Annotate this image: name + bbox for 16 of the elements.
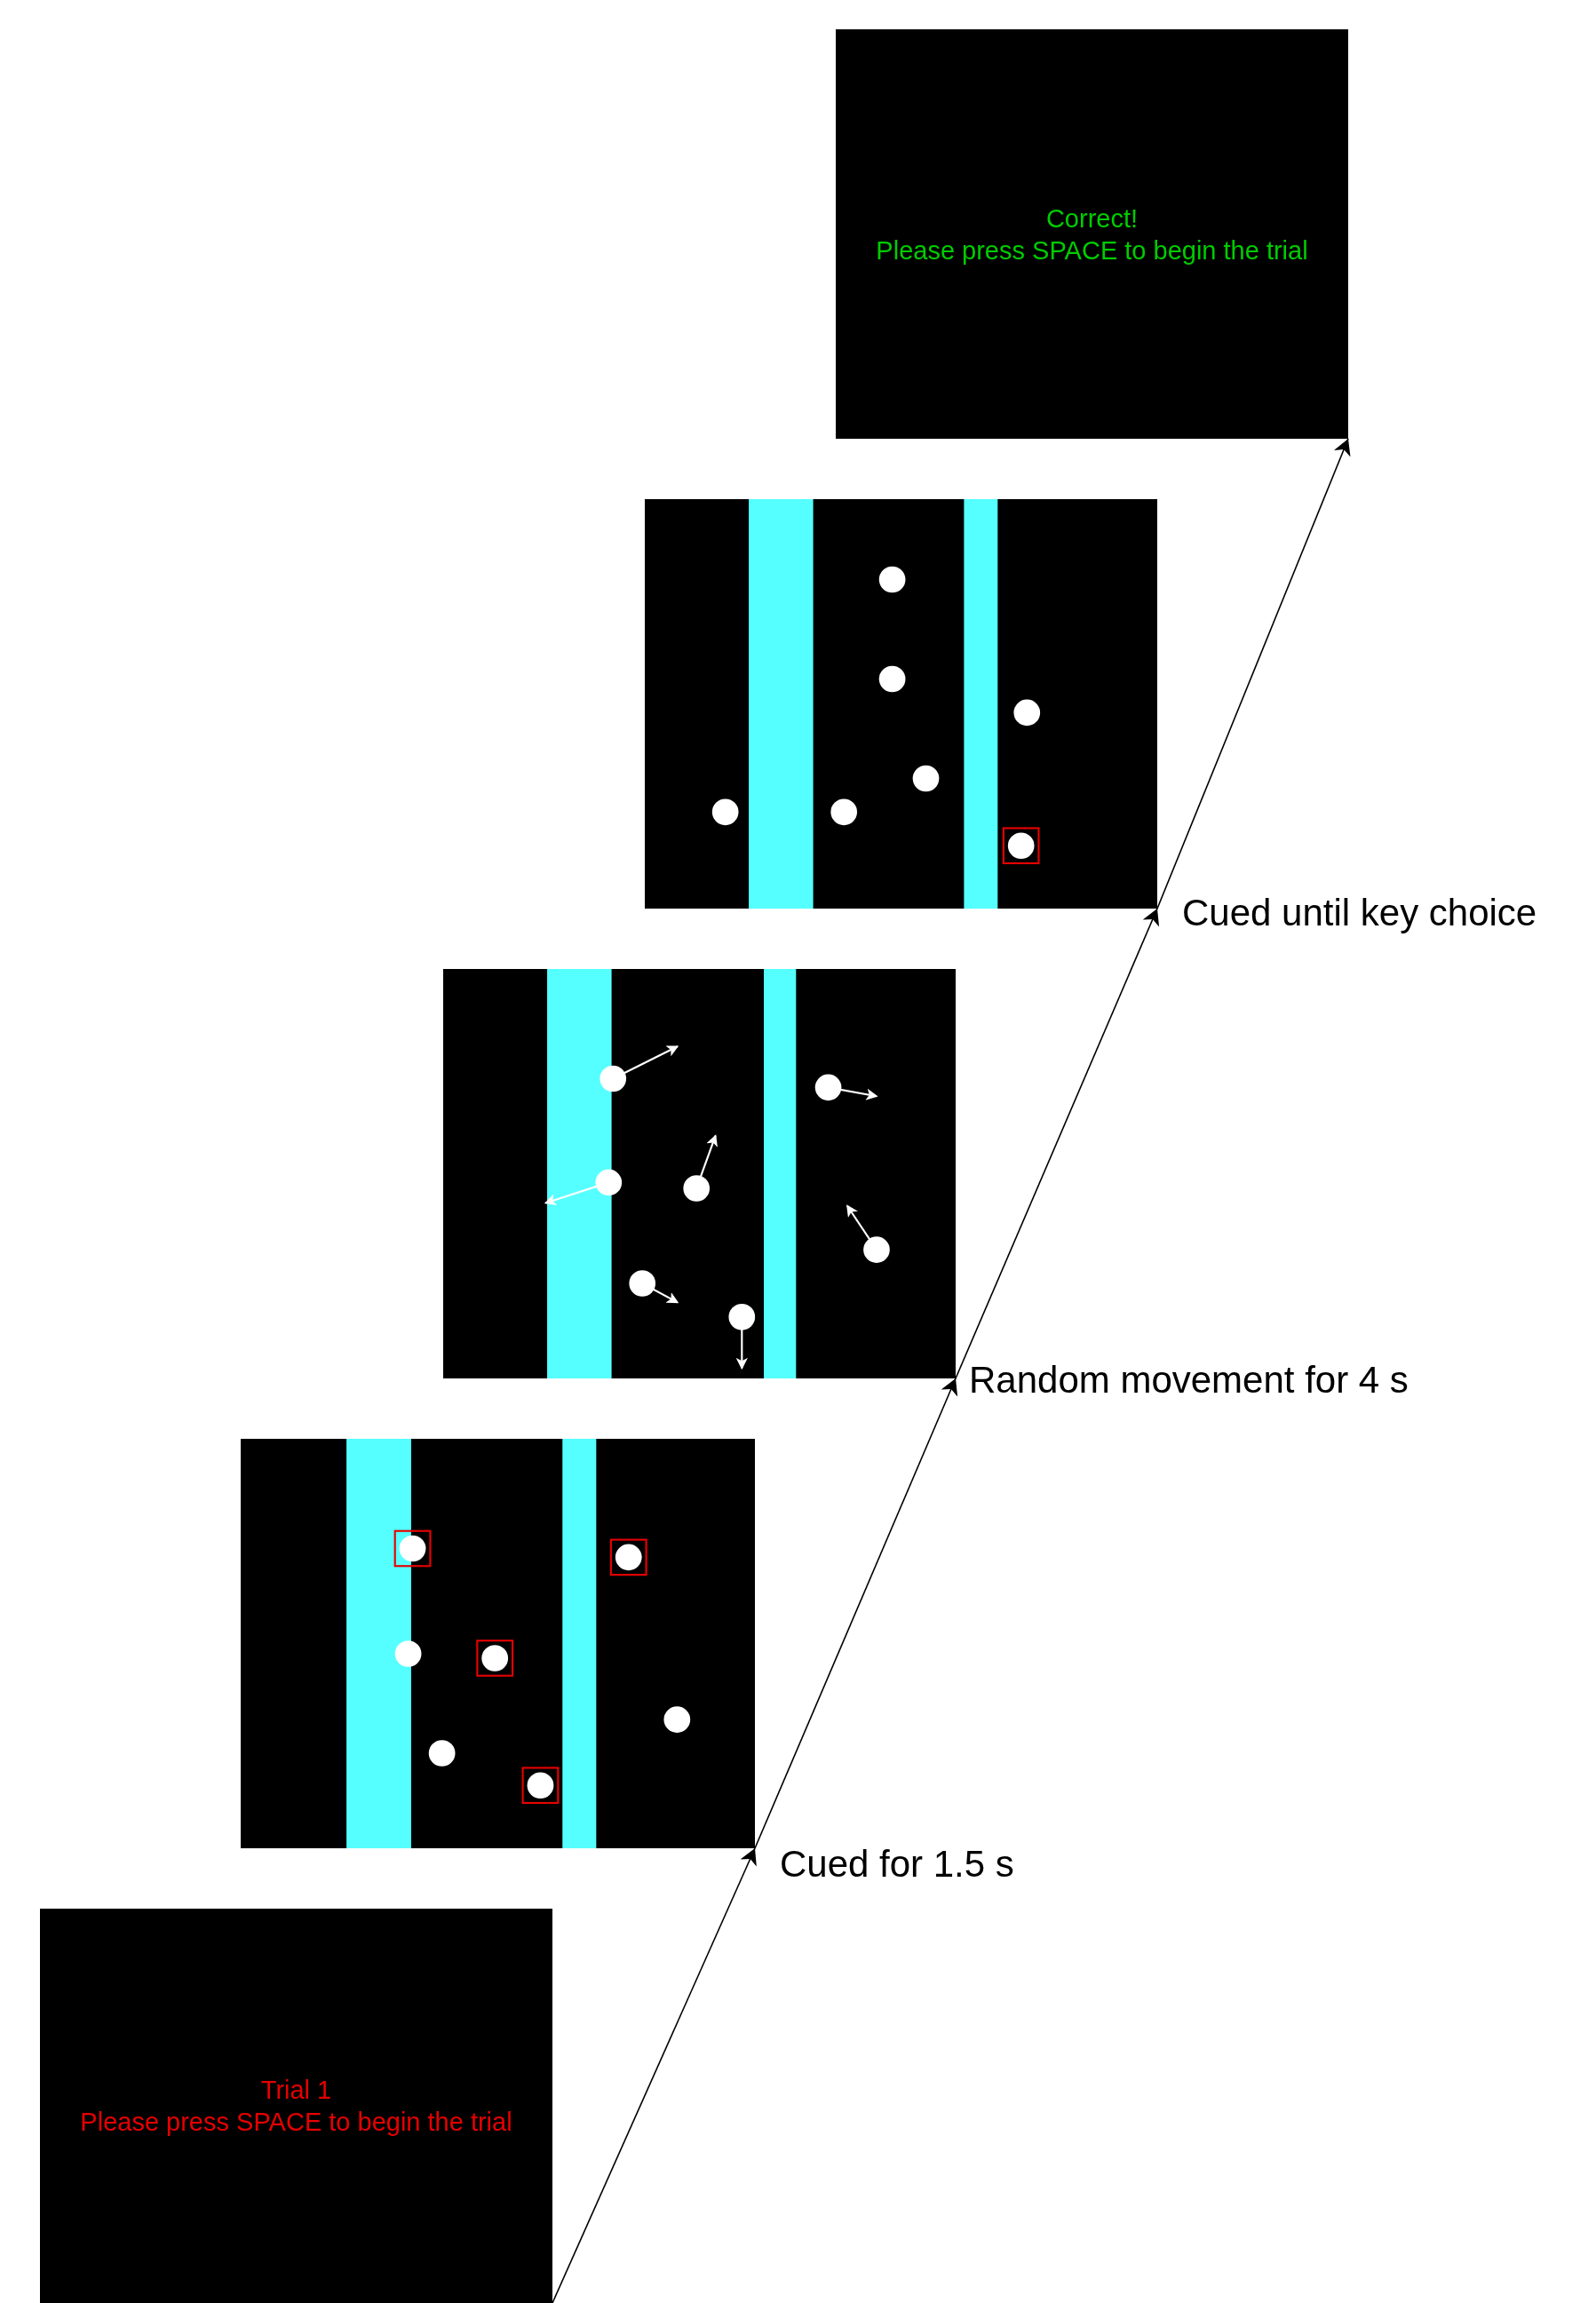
screen-message: Please press SPACE to begin the trial xyxy=(80,2107,512,2138)
screen-heading: Trial 1 xyxy=(260,2075,332,2106)
arrow xyxy=(1156,438,1351,909)
arrow xyxy=(955,908,1160,1379)
screen-message: Please press SPACE to begin the trial xyxy=(876,234,1308,266)
duration-label: Random movement for 4 s xyxy=(969,1359,1409,1402)
screen-panel xyxy=(443,969,956,1378)
arrow xyxy=(552,1847,757,2303)
screen-panel xyxy=(836,29,1348,439)
screen-panel xyxy=(241,1439,755,1848)
screen-panel xyxy=(40,1909,552,2303)
screen-panel xyxy=(645,499,1157,909)
duration-label: Cued for 1.5 s xyxy=(780,1843,1014,1886)
duration-label: Cued until key choice xyxy=(1182,892,1537,934)
arrow xyxy=(754,1378,958,1849)
screen-heading: Correct! xyxy=(1045,203,1139,234)
